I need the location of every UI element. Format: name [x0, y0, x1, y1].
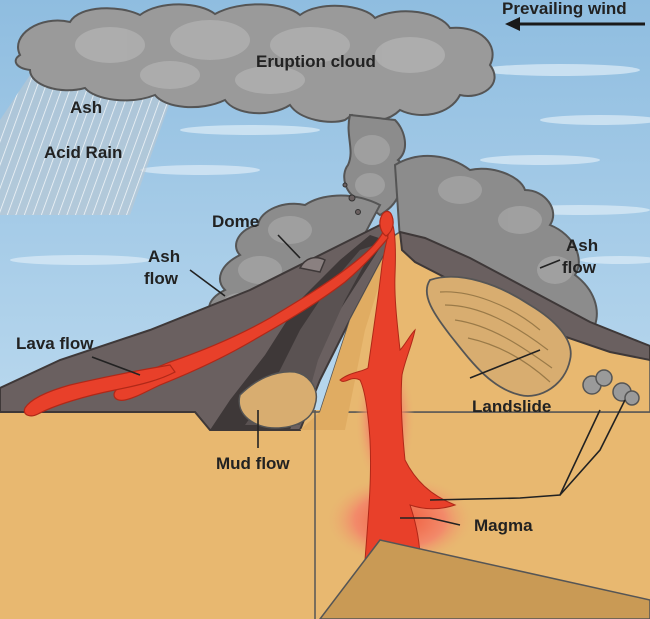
ash-column-shading	[222, 135, 573, 317]
magma-chamber	[325, 220, 475, 565]
ash-flow-right-label-line1: Ash	[566, 236, 598, 255]
prevailing-wind-label: Prevailing wind	[502, 0, 627, 18]
labels: Prevailing wind Eruption cloud Ash Acid …	[16, 0, 627, 535]
volcano-right-flank	[398, 230, 650, 362]
cloud-shading	[75, 20, 445, 94]
dome	[298, 256, 326, 273]
lava-flow-label: Lava flow	[16, 334, 94, 353]
mud-flow-label: Mud flow	[216, 454, 290, 473]
ash-flow-left-label-line2: flow	[144, 269, 179, 288]
wind-arrow	[505, 17, 645, 31]
lava-flow	[23, 210, 394, 417]
volcanic-bombs	[342, 182, 361, 215]
dome-label: Dome	[212, 212, 259, 231]
leader-lines	[91, 234, 626, 526]
landslide-block	[425, 276, 572, 397]
cutaway-block	[314, 410, 650, 619]
eruption-cloud-label: Eruption cloud	[256, 52, 376, 71]
ash-puffs	[582, 369, 640, 406]
landslide-label: Landslide	[472, 397, 551, 416]
magma-label: Magma	[474, 516, 533, 535]
ash-rain-label: Ash	[70, 98, 102, 117]
acid-rain-label: Acid Rain	[44, 143, 122, 162]
ash-flow-right-label-line2: flow	[562, 258, 597, 277]
ash-flow-left-label-line1: Ash	[148, 247, 180, 266]
